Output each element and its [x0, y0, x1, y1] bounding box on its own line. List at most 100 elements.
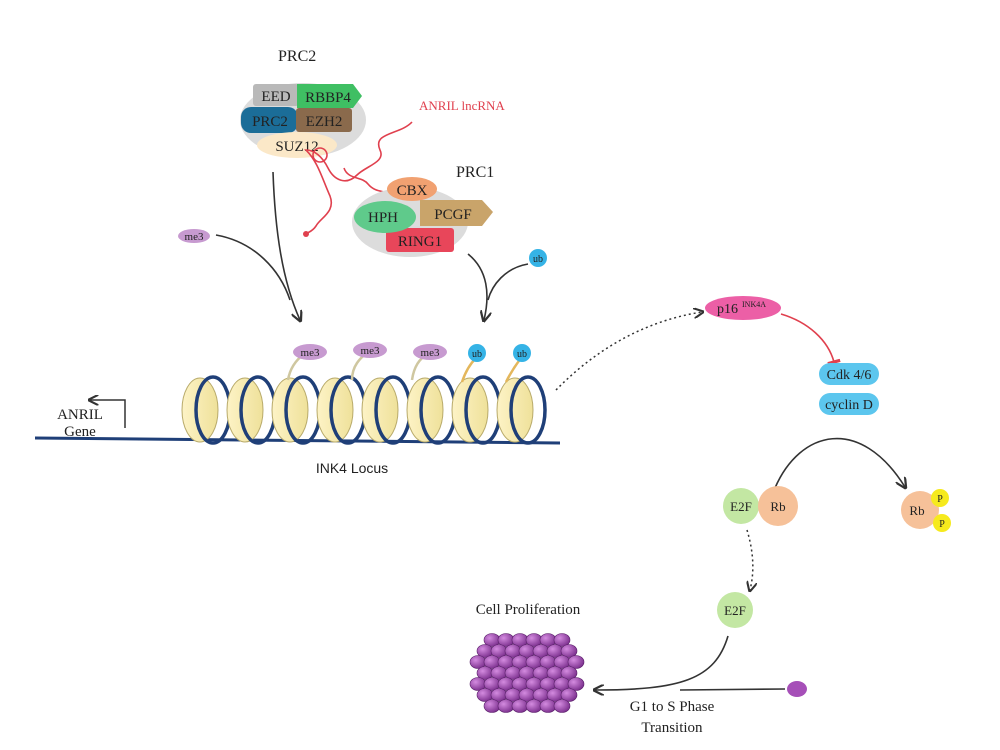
e2f-protein: [723, 488, 759, 524]
prc2-title: PRC2: [278, 48, 316, 65]
eed-subunit: [253, 84, 299, 106]
proliferating-cell: [497, 699, 515, 713]
p16-base: p16: [717, 302, 738, 317]
me3-mark: [293, 344, 327, 360]
proliferating-cell: [483, 699, 501, 713]
p16-protein: [705, 296, 781, 320]
transition-line2: Transition: [641, 720, 703, 736]
ub-free-label: ub: [533, 254, 543, 265]
nucleosome: [451, 375, 502, 445]
transition-line1: G1 to S Phase: [630, 699, 715, 715]
proliferating-cell: [560, 688, 578, 702]
me3-free-label: me3: [185, 231, 204, 243]
proliferating-cell: [553, 633, 571, 647]
proliferating-cell: [560, 666, 578, 680]
me3-mark-label: me3: [301, 347, 320, 359]
ub-merge-line: [487, 263, 529, 301]
ub-mark-label: ub: [472, 349, 482, 360]
e2f-release-arrow: [747, 529, 753, 590]
ezh2-subunit: [296, 108, 352, 132]
p16-superscript: INK4A: [742, 300, 766, 309]
cbx-subunit: [387, 177, 437, 201]
suz12-subunit: [257, 132, 337, 158]
proliferating-cell: [525, 699, 543, 713]
ring1-subunit: [386, 228, 454, 252]
me3-mark-free: [178, 229, 210, 243]
rbbp4-label: RBBP4: [305, 90, 351, 106]
cell-proliferation-label: Cell Proliferation: [476, 602, 581, 618]
ub-mark: [513, 344, 531, 362]
lncrna-end: [303, 231, 309, 237]
me3-mark: [353, 342, 387, 358]
nucleosome: [496, 375, 547, 445]
single-cell: [787, 681, 807, 697]
proliferating-cell: [567, 655, 585, 669]
pcgf-label: PCGF: [434, 207, 472, 223]
nucleosome: [406, 375, 457, 445]
histone-marks: me3 me3 me3 ub ub: [286, 342, 531, 383]
ezh2-label: EZH2: [306, 114, 343, 130]
hph-subunit: [354, 201, 416, 233]
ink4-locus-label: INK4 Locus: [316, 460, 388, 476]
prc2-to-chromatin-arrow: [272, 171, 300, 320]
p16-label: p16 INK4A: [717, 300, 766, 317]
ub-mark-label: ub: [517, 349, 527, 360]
anril-gene-line1: ANRIL: [57, 407, 103, 423]
me3-mark-label: me3: [421, 347, 440, 359]
suz12-label: SUZ12: [275, 139, 318, 155]
cyclin-d-protein: [819, 393, 879, 415]
proliferating-cell: [553, 699, 571, 713]
lncrna-loop: [312, 147, 328, 163]
nucleosome-array: [181, 375, 547, 445]
cbx-label: CBX: [397, 183, 428, 199]
proliferating-cell: [567, 677, 585, 691]
phosphate-label: P: [939, 519, 945, 530]
expression-arrow: [555, 312, 702, 391]
anril-lncrna-label: ANRIL lncRNA: [419, 98, 505, 113]
anril-gene-line2: Gene: [64, 424, 96, 440]
rbbp4-subunit: [297, 84, 362, 108]
nucleosome: [181, 375, 232, 445]
ring1-label: RING1: [398, 234, 442, 250]
rb-phospho-protein: [901, 491, 939, 529]
cdk46-protein: [819, 363, 879, 385]
proliferating-cell: [560, 644, 578, 658]
phosphate-label: P: [937, 494, 943, 505]
prc1-title: PRC1: [456, 164, 494, 181]
rb-protein: [758, 486, 798, 526]
prc2-label: PRC2: [252, 114, 288, 130]
pcgf-subunit: [420, 200, 493, 226]
nucleosome: [361, 375, 412, 445]
phosphate-group: [933, 514, 951, 532]
phosphate-group: [931, 489, 949, 507]
me3-mark: [413, 344, 447, 360]
e2f-label: E2F: [730, 499, 752, 514]
ub-mark: [468, 344, 486, 362]
hph-label: HPH: [368, 210, 398, 226]
eed-label: EED: [261, 89, 290, 105]
proliferating-cell: [511, 699, 529, 713]
prc2-subunit: [241, 107, 298, 133]
rb-label: Rb: [770, 499, 785, 514]
me3-merge-line: [215, 234, 291, 301]
g1-s-arrow: [595, 635, 729, 690]
phosphorylation-arrow: [774, 437, 905, 488]
rb-phospho-label: Rb: [909, 503, 924, 518]
cdk46-label: Cdk 4/6: [827, 368, 872, 383]
nucleosome: [226, 375, 277, 445]
me3-mark-label: me3: [361, 345, 380, 357]
ub-mark-free: [529, 249, 547, 267]
anril-transcription-arrow: [90, 400, 126, 428]
proliferating-cell: [539, 699, 557, 713]
e2f-free-label: E2F: [724, 603, 746, 618]
e2f-free-protein: [717, 592, 753, 628]
nucleosome: [316, 375, 367, 445]
cell-cluster: [469, 633, 585, 713]
cyclin-d-label: cyclin D: [825, 398, 873, 413]
p16-inhibition: [780, 313, 841, 366]
prc1-to-chromatin-arrow: [467, 253, 487, 320]
nucleosome: [271, 375, 322, 445]
g1-s-line: [679, 688, 786, 691]
